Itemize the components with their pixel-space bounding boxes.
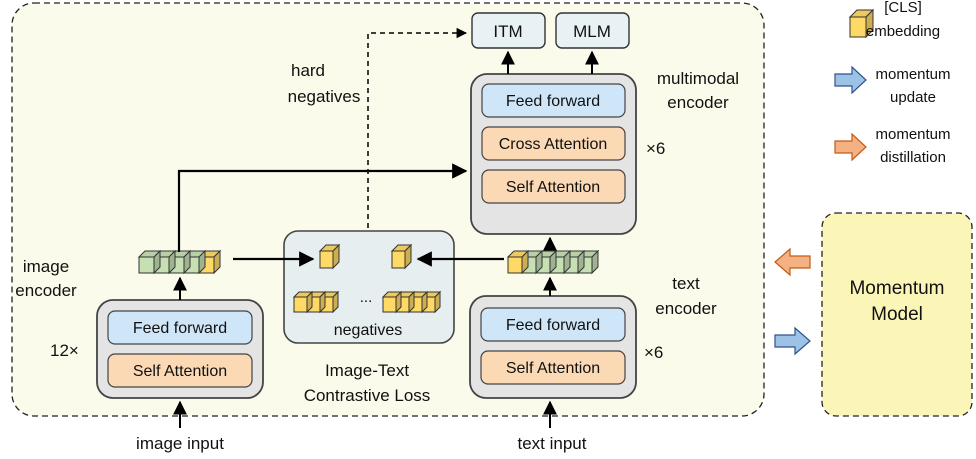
image-input-label: image input: [136, 434, 224, 453]
legend-update-label-line1: momentum: [875, 66, 950, 83]
image-token-0: [137, 249, 162, 275]
multimodal-feed-forward-label: Feed forward: [506, 93, 600, 110]
multimodal-feed-forward: [481, 83, 626, 118]
mlm-box: [555, 12, 630, 49]
image-repeat-label: 12×: [50, 341, 79, 360]
image-encoder-label-line1: image: [23, 257, 69, 276]
legend-distill-label-line1: momentum: [875, 126, 950, 143]
text-encoder-label-line2: encoder: [655, 299, 717, 318]
contrastive-text-cls-cube: [390, 243, 413, 270]
legend-momentum-update-arrow: [834, 65, 867, 95]
multimodal-cross-attention: [481, 126, 626, 161]
contrastive-caption-line2: Contrastive Loss: [304, 386, 431, 405]
contrastive-negatives-label: negatives: [334, 322, 403, 339]
text-token-0: [506, 249, 530, 275]
contrastive-image-cls-cube: [318, 243, 341, 270]
hard-negatives-label-line2: negatives: [288, 87, 361, 106]
multimodal-repeat-label: ×6: [646, 139, 665, 158]
multimodal-self-attention: [481, 169, 626, 204]
multimodal-cross-attention-label: Cross Attention: [499, 136, 608, 153]
legend-cls-label-line2: embedding: [866, 23, 940, 40]
legend-cls-label-line1: [CLS]: [884, 0, 922, 16]
text-encoder-label-line1: text: [672, 274, 700, 293]
text-self-attention-label: Self Attention: [506, 360, 600, 377]
multimodal-encoder-label-line1: multimodal: [657, 69, 739, 88]
hard-negatives-dashed-arrow: [367, 27, 468, 228]
image-to-cross-attention-arrow: [177, 163, 468, 252]
hard-negatives-label-line1: hard: [291, 61, 325, 80]
negative-text-token-0: [381, 290, 403, 314]
text-input-label: text input: [518, 434, 587, 453]
itm-box: [471, 12, 546, 49]
image-feed-forward-label: Feed forward: [133, 320, 227, 337]
image-self-attention-label: Self Attention: [133, 363, 227, 380]
text-feed-forward: [480, 307, 626, 342]
momentum-update-arrow: [774, 326, 811, 356]
mlm-label: MLM: [573, 22, 611, 41]
momentum-model-label-line2: Model: [871, 304, 923, 325]
itm-label: ITM: [493, 22, 522, 41]
text-repeat-label: ×6: [644, 343, 663, 362]
legend-momentum-distillation-arrow: [834, 132, 867, 162]
image-self-attention: [107, 353, 253, 388]
legend-cls-cube-icon: [848, 8, 875, 39]
image-encoder-label-line2: encoder: [15, 281, 77, 300]
multimodal-self-attention-label: Self Attention: [506, 179, 600, 196]
momentum-model-label-line1: Momentum: [849, 278, 944, 299]
text-feed-forward-label: Feed forward: [506, 317, 600, 334]
text-self-attention: [480, 350, 626, 385]
legend-distill-label-line2: distillation: [880, 149, 946, 166]
momentum-model-box: [821, 212, 973, 417]
legend-update-label-line2: update: [890, 89, 936, 106]
multimodal-encoder-label-line2: encoder: [667, 93, 729, 112]
contrastive-caption-line1: Image-Text: [325, 361, 409, 380]
negative-image-token-0: [292, 290, 314, 314]
image-feed-forward: [107, 310, 253, 345]
contrastive-ellipsis: ...: [360, 289, 373, 306]
momentum-distillation-arrow: [774, 247, 811, 277]
